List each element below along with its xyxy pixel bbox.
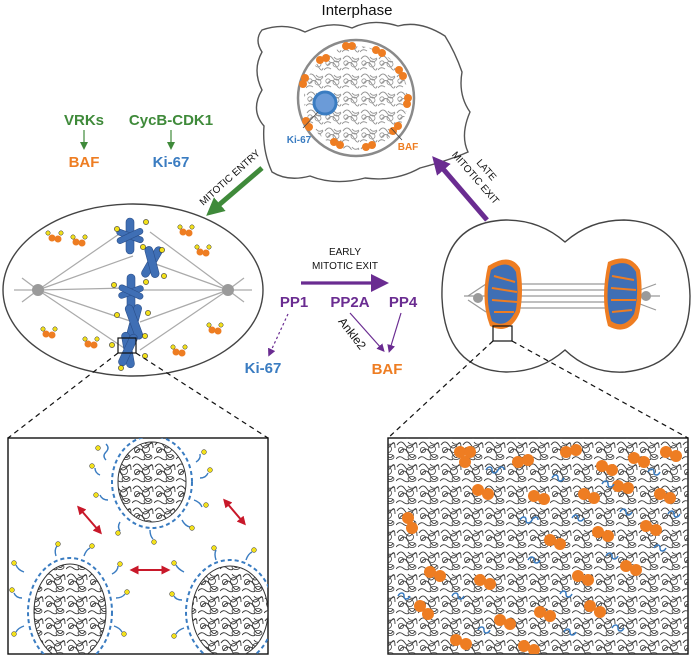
interphase-title: Interphase (322, 2, 393, 19)
chromosomes (116, 217, 163, 369)
vrks-label: VRKs (64, 112, 104, 129)
pp1-label: PP1 (280, 294, 308, 311)
repulsion-arrow-right (223, 498, 246, 526)
daughter-chromatin-right (604, 258, 642, 330)
spindle-fibers (14, 231, 252, 351)
zoom-panel-mitotic (7, 437, 269, 655)
baf-yellow-pairs (40, 224, 224, 357)
early-label-line2: MITOTIC EXIT (312, 261, 378, 272)
early-label-line1: EARLY (329, 247, 361, 258)
ki67-left-label: Ki-67 (153, 154, 190, 171)
pp1-to-ki67-arrow (268, 313, 289, 357)
nucleolus (312, 90, 338, 116)
pp4-label: PP4 (389, 294, 418, 311)
telophase-zoom-box (492, 325, 513, 342)
midzone-fibers (464, 283, 660, 313)
pp4-to-baf-arrow (387, 312, 402, 353)
chromosome-bottom-right (191, 565, 268, 654)
mitotic-zoom-box (117, 337, 137, 354)
ankle2-label: Ankle2 (335, 315, 369, 353)
cycb-cdk1-label: CycB-CDK1 (129, 112, 213, 129)
ki67-spirals (397, 466, 681, 636)
pp2a-to-baf-arrow (349, 312, 385, 352)
mitotic-cell (2, 203, 264, 377)
late-mitotic-exit-arrow (432, 156, 489, 222)
baf-left-label: BAF (69, 154, 100, 171)
centrosome-left (32, 284, 44, 296)
pp2a-label: PP2A (330, 294, 369, 311)
zoom-panel-telophase (387, 437, 689, 655)
ki67-mid-label: Ki-67 (245, 360, 282, 377)
mitotic-entry-arrow (206, 166, 264, 216)
chromosome-top (117, 441, 187, 523)
baf-clusters (402, 444, 682, 654)
chromosome-bottom-left (33, 563, 107, 654)
repulsion-arrow-left (77, 505, 102, 535)
baf-mid-label: BAF (372, 361, 403, 378)
baf-inset-label: BAF (398, 142, 419, 153)
telophase-cell (441, 219, 691, 373)
centrosome-right (222, 284, 234, 296)
ki67-tufts (109, 219, 167, 371)
yellow-tufts (9, 445, 257, 639)
ki67-inset-label: Ki-67 (287, 135, 312, 146)
ki67-periphery-dashes (27, 438, 268, 654)
daughter-chromatin-left (484, 259, 522, 329)
interphase-cell (255, 21, 471, 183)
zoom-lines (7, 340, 689, 439)
baf-dots-interphase (299, 42, 412, 151)
ki67-brushes (13, 443, 253, 635)
